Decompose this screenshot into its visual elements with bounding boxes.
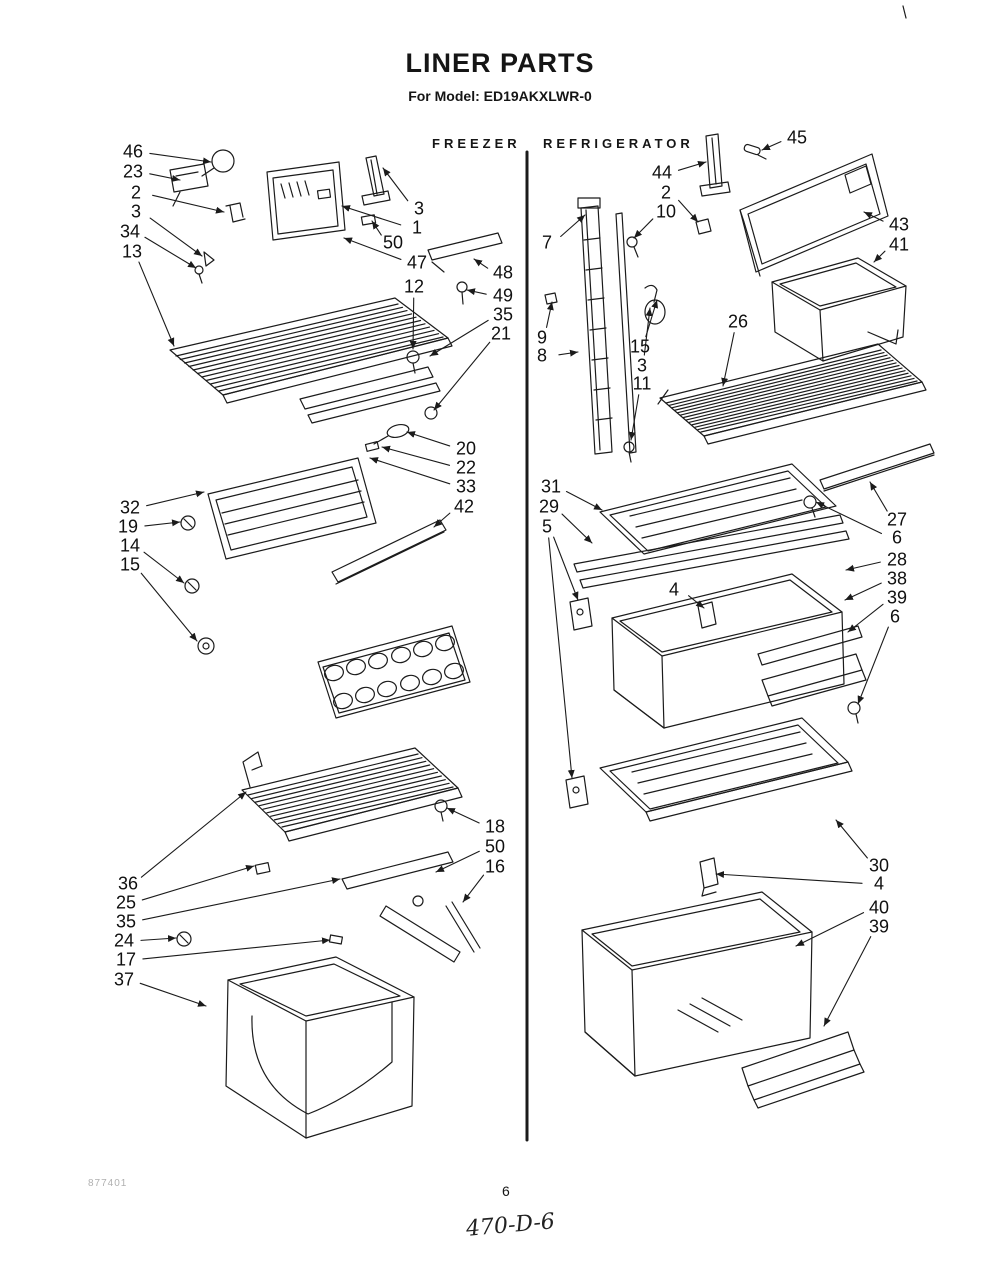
callout-36: 36 — [117, 873, 139, 894]
callout-12: 12 — [403, 276, 425, 297]
callout-25: 25 — [115, 892, 137, 913]
callout-48: 48 — [492, 262, 514, 283]
callout-21: 21 — [490, 323, 512, 344]
callout-35: 35 — [492, 304, 514, 325]
callout-2: 2 — [660, 182, 672, 203]
freezer-drip-tray — [207, 457, 377, 560]
callout-1: 1 — [411, 217, 423, 238]
refrigerator-top-bracket — [699, 133, 767, 197]
refrigerator-shelf-trims — [573, 514, 850, 589]
callout-44: 44 — [651, 162, 673, 183]
callout-14: 14 — [119, 535, 141, 556]
callout-34: 34 — [119, 221, 141, 242]
freezer-vent-panel — [266, 161, 346, 241]
freezer-trim-bar — [427, 232, 503, 305]
freezer-shelf-clips — [180, 515, 215, 655]
callout-13: 13 — [121, 241, 143, 262]
refrigerator-glass-shelf-upper — [599, 463, 837, 555]
callout-38: 38 — [886, 568, 908, 589]
callout-6: 6 — [889, 606, 901, 627]
page-number: 6 — [502, 1183, 510, 1199]
callout-17: 17 — [115, 949, 137, 970]
callout-9: 9 — [536, 327, 548, 348]
section-label-freezer: FREEZER — [432, 136, 521, 151]
callout-46: 46 — [122, 141, 144, 162]
callout-26: 26 — [727, 311, 749, 332]
callout-31: 31 — [540, 476, 562, 497]
shelf-support-left — [565, 597, 593, 809]
freezer-trim-strip — [331, 519, 447, 585]
callout-19: 19 — [117, 516, 139, 537]
callout-37: 37 — [113, 969, 135, 990]
callout-41: 41 — [888, 234, 910, 255]
freezer-basket — [225, 956, 415, 1139]
callout-23: 23 — [122, 161, 144, 182]
freezer-wire-shelf-lower — [241, 747, 463, 842]
freezer-top-bracket — [360, 155, 391, 226]
callout-47: 47 — [406, 252, 428, 273]
callout-35: 35 — [115, 911, 137, 932]
freezer-lower-trim — [254, 851, 454, 890]
freezer-thermostat-parts — [169, 149, 246, 284]
callout-50: 50 — [484, 836, 506, 857]
corner-scan-mark — [902, 5, 907, 19]
bracket-4-lower — [699, 857, 719, 897]
callout-6: 6 — [891, 527, 903, 548]
callout-45: 45 — [786, 127, 808, 148]
callout-4: 4 — [873, 873, 885, 894]
callout-5: 5 — [541, 516, 553, 537]
callout-15: 15 — [629, 336, 651, 357]
refrigerator-small-hardware — [544, 218, 712, 325]
callout-3: 3 — [130, 201, 142, 222]
callout-39: 39 — [886, 587, 908, 608]
ice-cube-tray — [317, 625, 471, 719]
callout-3: 3 — [636, 355, 648, 376]
callout-29: 29 — [538, 496, 560, 517]
callout-10: 10 — [655, 201, 677, 222]
callout-11: 11 — [632, 373, 652, 394]
refrigerator-crisper-bin — [581, 891, 813, 1077]
refrigerator-crisper-pan — [611, 573, 845, 729]
callout-28: 28 — [886, 549, 908, 570]
refrigerator-door-bin — [771, 257, 907, 362]
callout-49: 49 — [492, 285, 514, 306]
callout-42: 42 — [453, 496, 475, 517]
refrigerator-glass-insert — [757, 625, 867, 724]
leader-lines — [138, 141, 889, 1027]
callout-4: 4 — [668, 579, 680, 600]
shelf-support-center — [697, 601, 717, 629]
callout-22: 22 — [455, 457, 477, 478]
callout-24: 24 — [113, 930, 135, 951]
callout-3: 3 — [413, 198, 425, 219]
model-subtitle: For Model: ED19AKXLWR-0 — [408, 88, 592, 104]
callout-32: 32 — [119, 497, 141, 518]
callout-39: 39 — [868, 916, 890, 937]
callout-7: 7 — [541, 232, 553, 253]
callout-30: 30 — [868, 855, 890, 876]
refrigerator-breaker-rail — [577, 197, 637, 463]
callout-50: 50 — [382, 232, 404, 253]
callout-43: 43 — [888, 214, 910, 235]
callout-8: 8 — [536, 345, 548, 366]
callout-40: 40 — [868, 897, 890, 918]
freezer-wire-shelf-upper — [169, 297, 453, 420]
callout-27: 27 — [886, 509, 908, 530]
refrigerator-glass-shelf-lower — [599, 717, 853, 822]
refrigerator-top-panel — [739, 153, 889, 277]
freezer-divider-rail — [176, 895, 481, 963]
doc-number: 877401 — [88, 1178, 128, 1189]
callout-33: 33 — [455, 476, 477, 497]
section-label-refrigerator: REFRIGERATOR — [543, 136, 694, 151]
page-title: LINER PARTS — [405, 48, 595, 78]
refrigerator-ramp-lower — [741, 1031, 865, 1109]
freezer-front-trim — [299, 366, 441, 452]
refrigerator-wire-shelf — [657, 343, 927, 445]
callout-2: 2 — [130, 182, 142, 203]
callout-16: 16 — [484, 856, 506, 877]
callout-15: 15 — [119, 554, 141, 575]
callout-18: 18 — [484, 816, 506, 837]
callout-20: 20 — [455, 438, 477, 459]
